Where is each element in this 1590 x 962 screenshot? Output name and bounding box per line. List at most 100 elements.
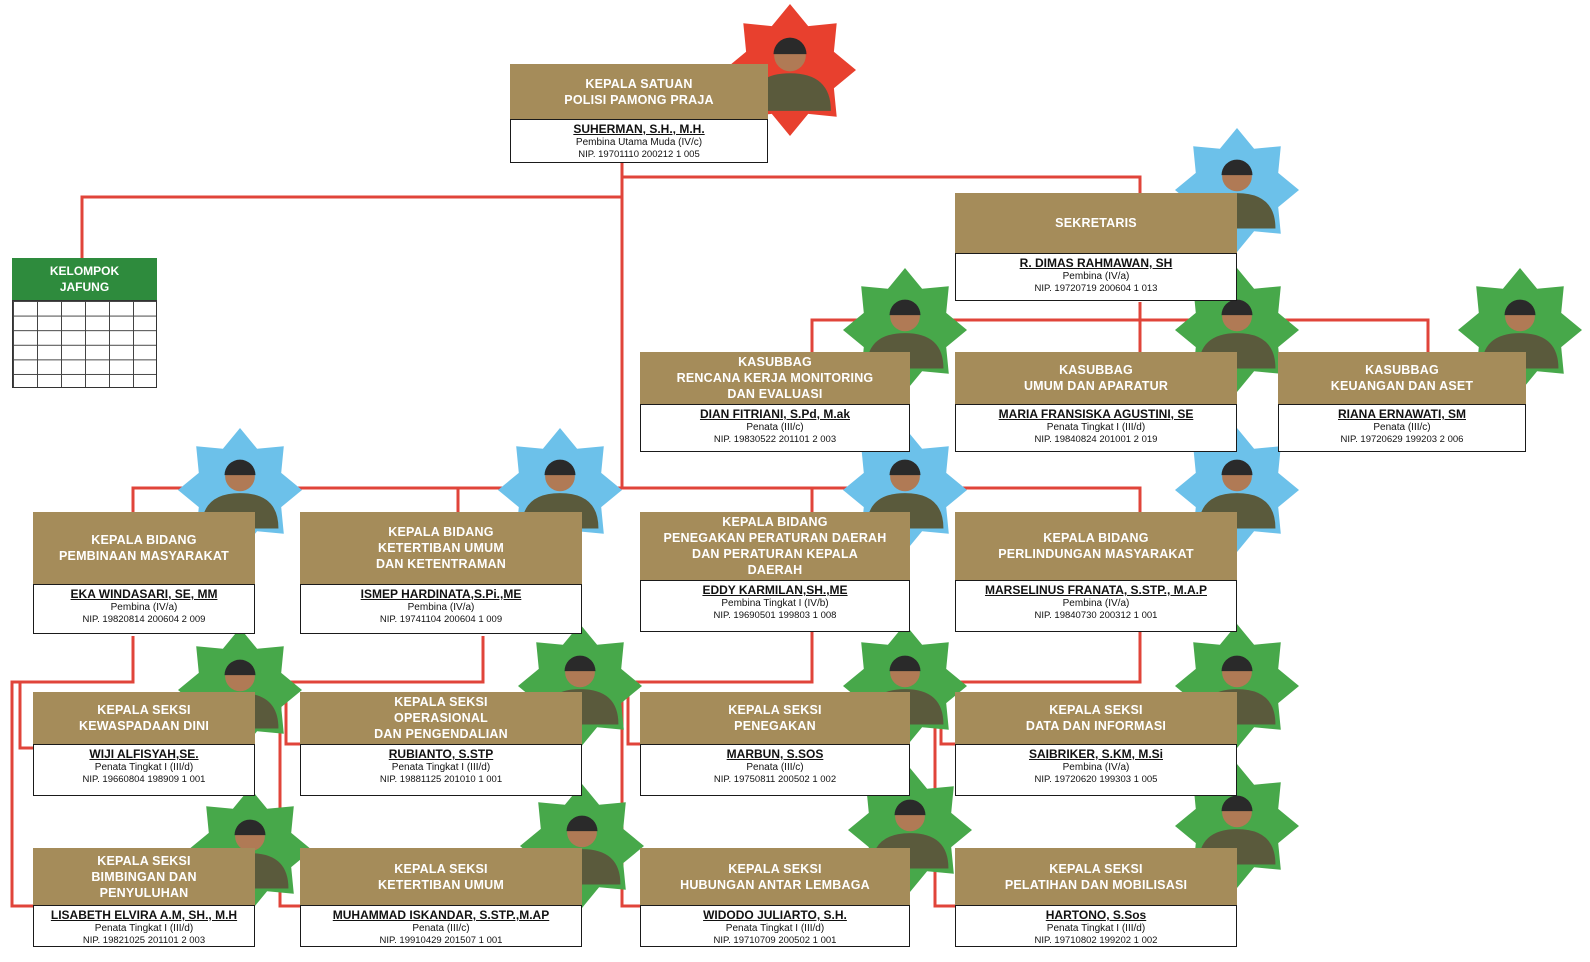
officer-nip: NIP. 19710802 199202 1 002: [1034, 935, 1158, 946]
officer-name: LISABETH ELVIRA A.M, SH., M.H: [50, 908, 238, 922]
officer-rank: Pembina Tingkat I (IV/b): [721, 598, 829, 609]
officer-name: R. DIMAS RAHMAWAN, SH: [1019, 256, 1173, 270]
officer-info: SUHERMAN, S.H., M.H.Pembina Utama Muda (…: [510, 119, 768, 163]
kelompok-jafung-table: [12, 300, 157, 388]
officer-rank: Penata Tingkat I (III/d): [1046, 923, 1146, 934]
officer-nip: NIP. 19660804 198909 1 001: [82, 774, 206, 785]
org-node-kabid-gakda: KEPALA BIDANG PENEGAKAN PERATURAN DAERAH…: [640, 512, 910, 632]
officer-name: MARBUN, S.SOS: [726, 747, 824, 761]
avatar-hair: [234, 819, 266, 836]
position-title: KEPALA SEKSI BIMBINGAN DAN PENYULUHAN: [33, 848, 255, 905]
avatar-uniform: [749, 73, 831, 111]
officer-rank: Penata (III/c): [412, 923, 470, 934]
position-title: KEPALA BIDANG KETERTIBAN UMUM DAN KETENT…: [300, 512, 582, 584]
avatar-hair: [566, 815, 598, 832]
position-title: KEPALA SEKSI PELATIHAN DAN MOBILISASI: [955, 848, 1237, 905]
avatar-hair: [889, 459, 921, 476]
org-node-kasubbag-keu: KASUBBAG KEUANGAN DAN ASET RIANA ERNAWATI…: [1278, 352, 1526, 452]
org-node-kabid-trantib: KEPALA BIDANG KETERTIBAN UMUM DAN KETENT…: [300, 512, 582, 634]
avatar-hair: [889, 655, 921, 672]
position-title: KEPALA SEKSI KEWASPADAAN DINI: [33, 692, 255, 744]
officer-nip: NIP. 19910429 201507 1 001: [379, 935, 503, 946]
position-title: KASUBBAG UMUM DAN APARATUR: [955, 352, 1237, 404]
position-title: KEPALA SEKSI DATA DAN INFORMASI: [955, 692, 1237, 744]
officer-name: WIDODO JULIARTO, S.H.: [703, 908, 847, 922]
officer-info: WIJI ALFISYAH,SE.Penata Tingkat I (III/d…: [33, 744, 255, 796]
position-title: KEPALA SATUAN POLISI PAMONG PRAJA: [510, 64, 768, 119]
officer-name: DIAN FITRIANI, S.Pd, M.ak: [699, 407, 850, 421]
avatar-hair: [773, 37, 807, 55]
avatar-hair: [224, 659, 256, 676]
position-title: KASUBBAG KEUANGAN DAN ASET: [1278, 352, 1526, 404]
officer-rank: Pembina (IV/a): [110, 602, 178, 613]
connector-line: [131, 486, 1142, 512]
avatar-hair: [1221, 655, 1253, 672]
officer-nip: NIP. 19720719 200604 1 013: [1034, 283, 1158, 294]
officer-rank: Penata (III/c): [1373, 422, 1431, 433]
connector-line: [18, 682, 33, 750]
officer-rank: Penata Tingkat I (III/d): [1046, 422, 1146, 433]
avatar-hair: [1221, 795, 1253, 812]
avatar-hair: [1504, 299, 1536, 316]
officer-nip: NIP. 19840824 201001 2 019: [1034, 434, 1158, 445]
officer-name: ISMEP HARDINATA,S.Pi.,ME: [360, 587, 522, 601]
position-title: KEPALA BIDANG PENEGAKAN PERATURAN DAERAH…: [640, 512, 910, 580]
avatar-hair: [564, 655, 596, 672]
avatar-hair: [224, 459, 256, 476]
officer-name: WIJI ALFISYAH,SE.: [89, 747, 199, 761]
officer-rank: Pembina (IV/a): [1062, 762, 1130, 773]
position-title: KASUBBAG RENCANA KERJA MONITORING DAN EV…: [640, 352, 910, 404]
position-title: KEPALA SEKSI KETERTIBAN UMUM: [300, 848, 582, 905]
officer-name: SUHERMAN, S.H., M.H.: [573, 122, 705, 136]
officer-name: RUBIANTO, S.STP: [388, 747, 494, 761]
position-title: SEKRETARIS: [955, 193, 1237, 253]
officer-name: EDDY KARMILAN,SH.,ME: [702, 583, 848, 597]
officer-nip: NIP. 19820814 200604 2 009: [82, 614, 206, 625]
org-node-kasi-operasional: KEPALA SEKSI OPERASIONAL DAN PENGENDALIA…: [300, 692, 582, 796]
officer-rank: Penata (III/c): [746, 762, 804, 773]
connector-line: [10, 636, 135, 908]
officer-nip: NIP. 19710709 200502 1 001: [713, 935, 837, 946]
avatar-hair: [894, 799, 926, 816]
connector-line: [80, 195, 622, 258]
officer-rank: Penata (III/c): [746, 422, 804, 433]
officer-nip: NIP. 19840730 200312 1 001: [1034, 610, 1158, 621]
officer-rank: Pembina (IV/a): [1062, 598, 1130, 609]
officer-name: EKA WINDASARI, SE, MM: [70, 587, 218, 601]
officer-rank: Penata Tingkat I (III/d): [94, 762, 194, 773]
officer-rank: Penata Tingkat I (III/d): [391, 762, 491, 773]
officer-nip: NIP. 19720629 199203 2 006: [1340, 434, 1464, 445]
officer-nip: NIP. 19741104 200604 1 009: [379, 614, 503, 625]
position-title: KEPALA BIDANG PERLINDUNGAN MASYARAKAT: [955, 512, 1237, 580]
position-title: KEPALA SEKSI PENEGAKAN: [640, 692, 910, 744]
org-node-kasubbag-renc: KASUBBAG RENCANA KERJA MONITORING DAN EV…: [640, 352, 910, 452]
connector-line: [810, 318, 1430, 352]
avatar-hair: [1221, 299, 1253, 316]
officer-name: RIANA ERNAWATI, SM: [1338, 407, 1466, 421]
officer-name: MARSELINUS FRANATA, S.STP., M.A.P: [984, 583, 1207, 597]
position-title: KEPALA SEKSI OPERASIONAL DAN PENGENDALIA…: [300, 692, 582, 744]
position-title: KEPALA SEKSI HUBUNGAN ANTAR LEMBAGA: [640, 848, 910, 905]
avatar-hair: [1221, 159, 1253, 176]
officer-rank: Pembina (IV/a): [1062, 271, 1130, 282]
